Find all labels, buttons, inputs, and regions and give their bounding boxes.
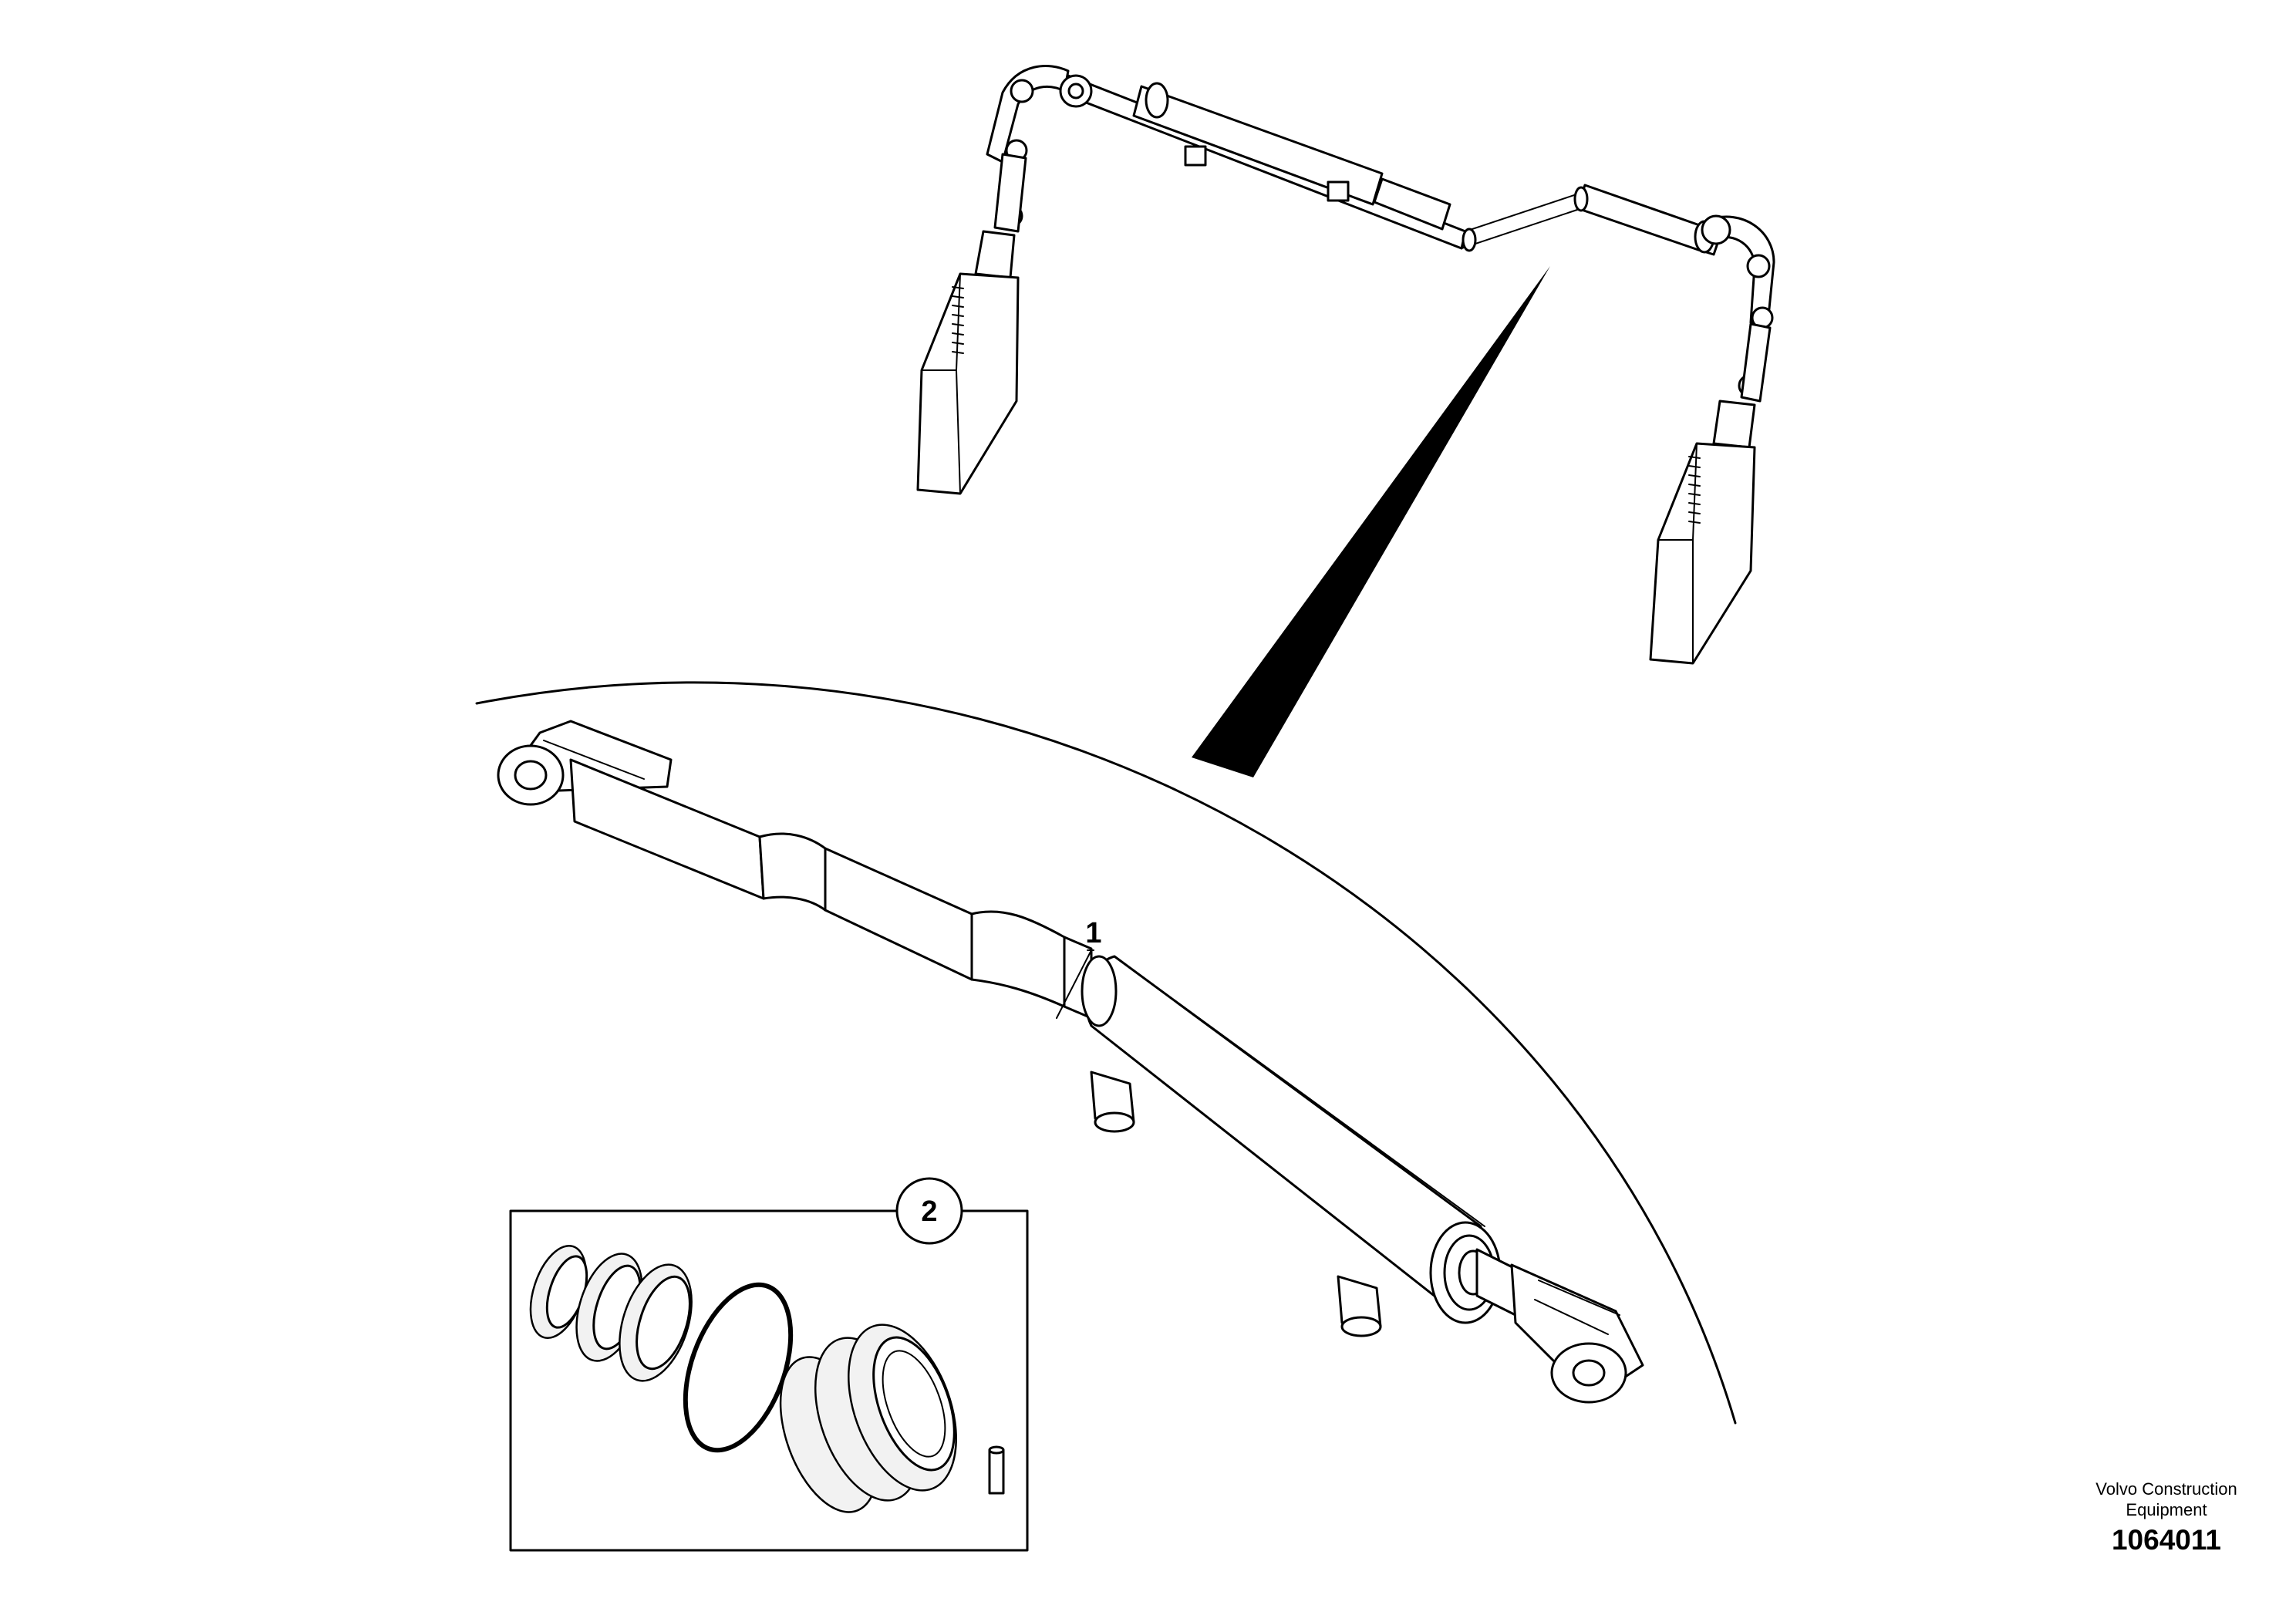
callout-1: 1 [1056, 917, 1102, 1019]
steering-linkage-assembly-icon [916, 65, 1775, 665]
drawing-number: 1064011 [2111, 1524, 2221, 1556]
seal-kit-detail: 2 [509, 1177, 1029, 1552]
hydraulic-cylinder-icon [497, 720, 1644, 1404]
seal-kit-icon [529, 1244, 1005, 1513]
detail-magnifier [475, 266, 1737, 1425]
callout-label-1: 1 [1085, 917, 1101, 949]
company-name: Volvo Construction Equipment [2095, 1479, 2237, 1519]
callout-label-2: 2 [921, 1195, 937, 1228]
